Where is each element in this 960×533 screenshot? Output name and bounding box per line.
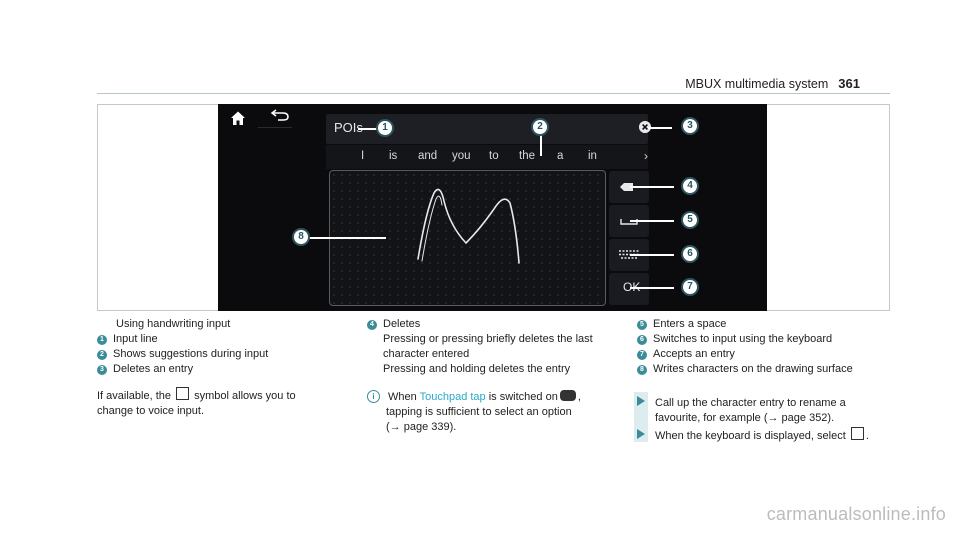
chevron-right-icon[interactable]: ›: [644, 149, 648, 163]
drawing-surface[interactable]: [329, 170, 606, 306]
info-icon: i: [367, 390, 380, 403]
legend-number: 7: [637, 350, 647, 360]
suggestion-item[interactable]: a: [557, 150, 564, 162]
callout-badge: 6: [681, 245, 699, 263]
legend-item: 4 Deletes: [367, 317, 627, 332]
legend-item: 1 Input line: [97, 332, 327, 347]
note-text: ,: [577, 391, 581, 403]
home-icon[interactable]: [230, 110, 246, 126]
callout-line: [630, 220, 674, 222]
callout-badge: 2: [531, 118, 549, 136]
legend-item: 2 Shows suggestions during input: [97, 347, 327, 362]
legend-item: 5 Enters a space: [637, 317, 897, 332]
legend-detail: Pressing and holding deletes the entry: [383, 363, 571, 375]
legend-number: 3: [97, 365, 107, 375]
legend-detail: character entered: [383, 348, 470, 360]
callout-badge: 7: [681, 278, 699, 296]
callout-badge: 8: [292, 228, 310, 246]
page-header: MBUX multimedia system 361: [685, 76, 860, 91]
step-text: favourite, for example (→ page 352).: [655, 412, 835, 424]
legend-text: Enters a space: [653, 318, 727, 330]
figure-caption-title: Using handwriting input: [116, 318, 231, 330]
legend-number: 4: [367, 320, 377, 330]
header-rule: [97, 93, 890, 94]
callout-line: [630, 287, 674, 289]
voice-input-paragraph: If available, the symbol allows you to c…: [97, 387, 327, 419]
paragraph-text: change to voice input.: [97, 405, 205, 417]
legend-text: Deletes: [383, 318, 421, 330]
callout-badge: 3: [681, 117, 699, 135]
suggestion-item[interactable]: is: [389, 150, 398, 162]
suggestion-item[interactable]: and: [418, 150, 438, 162]
note-text: is switched on: [488, 391, 558, 403]
legend-number: 2: [97, 350, 107, 360]
step-arrow-icon: [637, 429, 645, 439]
page-number: 361: [838, 76, 860, 91]
suggestion-bar: [326, 145, 648, 169]
microphone-icon: [176, 387, 190, 400]
clear-entry-icon[interactable]: [639, 121, 651, 133]
legend-text: Writes characters on the drawing surface: [653, 363, 853, 375]
legend-item: 6 Switches to input using the keyboard: [637, 332, 897, 347]
suggestion-item[interactable]: the: [519, 150, 535, 162]
suggestion-item[interactable]: to: [489, 150, 499, 162]
legend-text: Shows suggestions during input: [113, 348, 269, 360]
callout-line: [630, 254, 674, 256]
note-text: tapping is sufficient to select an optio…: [386, 406, 572, 418]
legend-number: 8: [637, 365, 647, 375]
legend-item: 7 Accepts an entry: [637, 347, 897, 362]
callout-line: [630, 186, 674, 188]
mbux-screen: POIs I is and you to the a in › OK: [218, 104, 767, 311]
paragraph-text: symbol allows you to: [194, 390, 296, 402]
callout-badge: 4: [681, 177, 699, 195]
step-text: .: [865, 430, 869, 442]
suggestion-item[interactable]: I: [361, 150, 365, 162]
step-2: When the keyboard is displayed, select .: [637, 427, 907, 444]
legend-number: 5: [637, 320, 647, 330]
callout-line: [540, 128, 542, 156]
callout-badge: 1: [376, 119, 394, 137]
input-text: POIs: [334, 120, 363, 135]
step-text: When the keyboard is displayed, select: [655, 430, 846, 442]
nav-divider: [258, 107, 292, 128]
callout-badge: 5: [681, 211, 699, 229]
legend-number: 1: [97, 335, 107, 345]
suggestion-item[interactable]: in: [588, 150, 597, 162]
legend-text: Input line: [113, 333, 158, 345]
touchpad-tap-link[interactable]: Touchpad tap: [419, 391, 486, 403]
step-text: Call up the character entry to rename a: [655, 397, 846, 409]
backspace-icon: [620, 183, 633, 191]
callout-line: [648, 127, 672, 129]
callout-line: [358, 128, 384, 130]
note-text: When: [388, 391, 417, 403]
callout-line: [308, 237, 386, 239]
legend-text: Accepts an entry: [653, 348, 735, 360]
caption-column-2: 4 Deletes Pressing or pressing briefly de…: [367, 317, 627, 435]
keyboard-icon: [619, 250, 639, 259]
handwriting-stroke: [417, 188, 520, 264]
watermark: carmanualsonline.info: [766, 504, 946, 524]
section-title: MBUX multimedia system: [685, 77, 829, 91]
back-icon[interactable]: [270, 108, 290, 122]
legend-text: Deletes an entry: [113, 363, 194, 375]
caption-column-1: Using handwriting input 1 Input line 2 Sho…: [97, 317, 327, 419]
shift-icon: [850, 427, 864, 440]
legend-item: 3 Deletes an entry: [97, 362, 327, 377]
caption-column-3: 5 Enters a space 6 Switches to input using…: [637, 317, 897, 377]
toggle-on-icon: [559, 390, 576, 401]
paragraph-text: If available, the: [97, 390, 171, 402]
ok-button[interactable]: [609, 273, 649, 305]
step-arrow-icon: [637, 396, 645, 406]
legend-detail: Pressing or pressing briefly deletes the…: [383, 333, 593, 345]
legend-number: 6: [637, 335, 647, 345]
legend-text: Switches to input using the keyboard: [653, 333, 833, 345]
info-note: i When Touchpad tap is switched on, tappi…: [367, 390, 627, 435]
page-reference: (→ page 339).: [386, 421, 457, 433]
step-1: Call up the character entry to rename a …: [637, 396, 897, 426]
legend-item: 8 Writes characters on the drawing surfac…: [637, 362, 897, 377]
suggestion-item[interactable]: you: [452, 150, 471, 162]
